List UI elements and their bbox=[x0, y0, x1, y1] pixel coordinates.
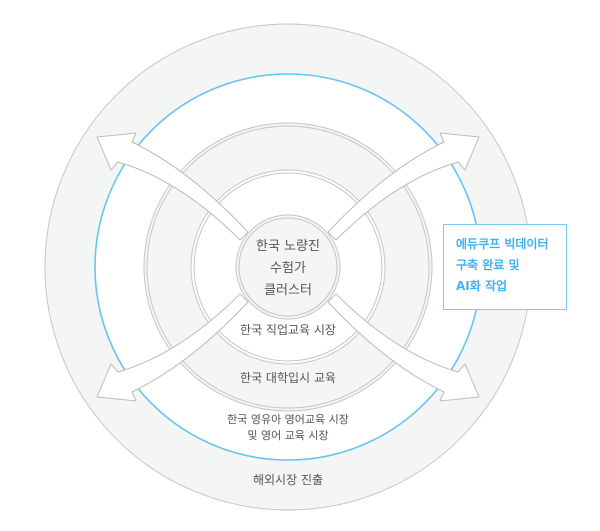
center-label-line: 클러스터 bbox=[264, 283, 312, 299]
ring-admissions-inner bbox=[146, 125, 430, 409]
center-label: 한국 노량진 수험가 클러스터 bbox=[256, 236, 320, 302]
english-education-label: 한국 영유아 영어교육 시장 및 영어 교육 시장 bbox=[227, 412, 349, 444]
center-label-line: 한국 노량진 bbox=[256, 239, 320, 254]
callout-line: 에듀쿠프 빅데이터 bbox=[456, 237, 549, 251]
admissions-education-label: 한국 대학입시 교육 bbox=[240, 371, 336, 385]
center-label-line: 수험가 bbox=[270, 261, 306, 277]
english-label-line: 및 영어 교육 시장 bbox=[247, 428, 329, 442]
bigdata-callout-box: 에듀쿠프 빅데이터 구축 완료 및 AI화 작업 bbox=[443, 224, 567, 310]
callout-line: 구축 완료 및 bbox=[456, 258, 520, 272]
ring-vocational-inner bbox=[193, 172, 383, 362]
english-label-line: 한국 영유아 영어교육 시장 bbox=[227, 413, 349, 426]
overseas-expansion-label: 해외시장 진출 bbox=[252, 473, 324, 487]
callout-line: AI화 작업 bbox=[456, 279, 508, 293]
vocational-market-label: 한국 직업교육 시장 bbox=[240, 323, 336, 337]
